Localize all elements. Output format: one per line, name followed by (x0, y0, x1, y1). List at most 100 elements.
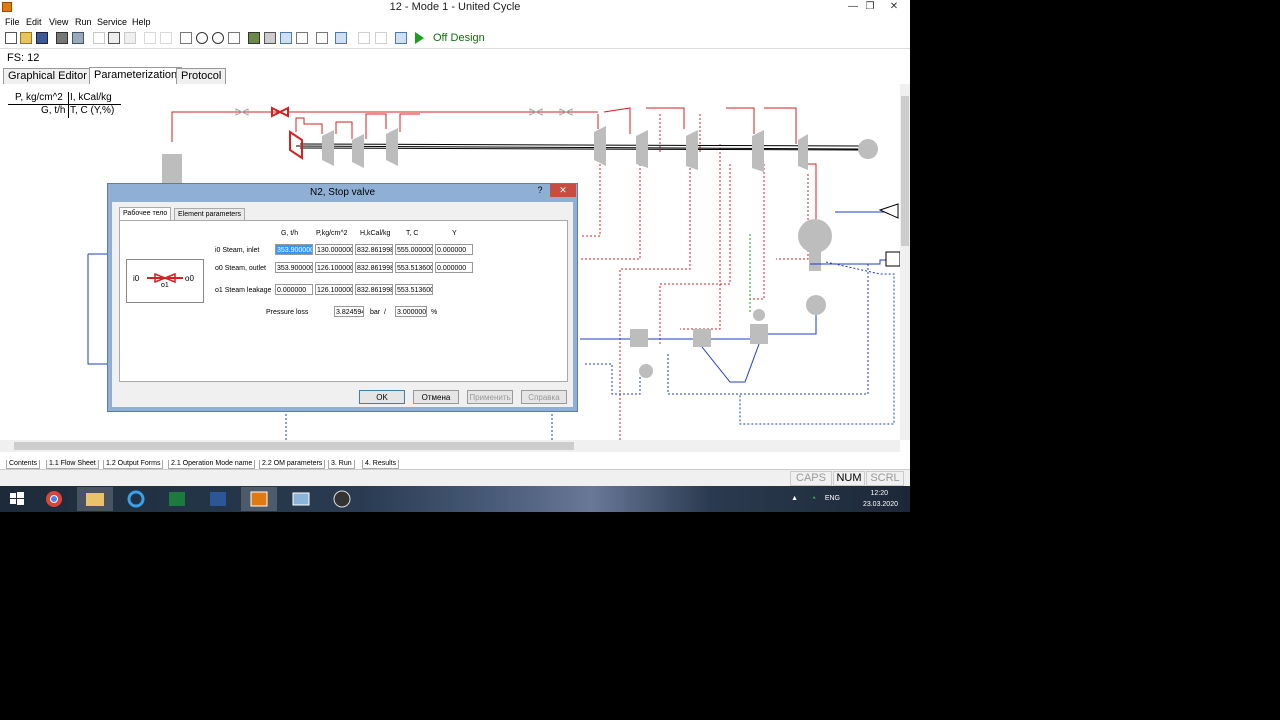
calc-gsp-icon[interactable] (264, 32, 276, 44)
tab-parameterization[interactable]: Parameterization (89, 67, 183, 84)
menu-edit[interactable]: Edit (26, 17, 42, 27)
undo-icon[interactable] (144, 32, 156, 44)
tab-graphical-editor[interactable]: Graphical Editor (3, 68, 92, 84)
tab-protocol[interactable]: Protocol (176, 68, 227, 84)
gt-icon[interactable] (395, 32, 407, 44)
outlet-y-field[interactable]: 0.000000 (435, 262, 473, 273)
fs-strip: FS: 12 (0, 48, 910, 67)
outlet-g-field[interactable]: 353.900000 (275, 262, 313, 273)
leak-port-label: o1 (161, 282, 169, 289)
tab-working-fluid[interactable]: Рабочее тело (119, 207, 172, 220)
paste-icon[interactable] (124, 32, 136, 44)
tab-element-parameters[interactable]: Element parameters (174, 208, 246, 220)
taskbar: ▲ ◔ ENG 12:20 23.03.2020 (0, 486, 910, 512)
minimize-button[interactable]: — (848, 1, 858, 12)
menu-file[interactable]: File (5, 17, 20, 27)
run-play-icon[interactable] (415, 32, 424, 44)
tab-flow-sheet[interactable]: 1.1 Flow Sheet (46, 460, 99, 469)
ok-button[interactable]: OK (359, 390, 405, 404)
tray-overflow-icon[interactable]: ▲ (791, 495, 798, 502)
mx-icon[interactable] (296, 32, 308, 44)
open-folder-icon[interactable] (20, 32, 32, 44)
outlet-t-field[interactable]: 553.513600 (395, 262, 433, 273)
restore-button[interactable]: ❐ (865, 1, 875, 12)
word-taskbar-button[interactable] (200, 487, 236, 511)
dialog-help-text-button[interactable]: Справка (521, 390, 567, 404)
leak-p-field[interactable]: 126.100000 (315, 284, 353, 295)
outlet-h-field[interactable]: 832.861998 (355, 262, 393, 273)
obs-taskbar-button[interactable] (324, 487, 360, 511)
vertical-scrollbar[interactable] (900, 84, 910, 440)
status-bar: CAPS NUM SCRL (0, 469, 910, 486)
clock-date[interactable]: 23.03.2020 (862, 501, 898, 508)
tab-run[interactable]: 3. Run (328, 460, 355, 469)
dialog-help-button[interactable]: ? (537, 185, 543, 195)
title-bar: 12 - Mode 1 - United Cycle — ❐ ✕ (0, 0, 910, 15)
windows-logo-icon (10, 492, 24, 505)
print-preview-icon[interactable] (72, 32, 84, 44)
tab-results[interactable]: 4. Results (362, 460, 400, 469)
inlet-y-field[interactable]: 0.000000 (435, 244, 473, 255)
cut-icon[interactable] (93, 32, 105, 44)
grid-icon[interactable] (358, 32, 370, 44)
if97-active-icon[interactable] (335, 32, 347, 44)
language-indicator[interactable]: ENG (824, 495, 840, 502)
cancel-button[interactable]: Отмена (413, 390, 459, 404)
menu-help[interactable]: Help (132, 17, 151, 27)
save-icon[interactable] (36, 32, 48, 44)
tmx-icon[interactable] (280, 32, 292, 44)
tab-om-parameters[interactable]: 2.2 OM parameters (259, 460, 326, 469)
close-window-button[interactable]: ✕ (889, 1, 899, 12)
menu-run[interactable]: Run (75, 17, 92, 27)
network-icon[interactable]: ◔ (810, 493, 816, 503)
photos-taskbar-button[interactable] (283, 487, 319, 511)
bottom-tabs: Contents 1.1 Flow Sheet 1.2 Output Forms… (0, 458, 910, 469)
obs-icon (333, 490, 351, 508)
vertical-scroll-thumb[interactable] (901, 96, 909, 246)
chrome-taskbar-button[interactable] (36, 487, 72, 511)
if97-icon[interactable] (316, 32, 328, 44)
start-button[interactable] (0, 487, 34, 511)
zoom-in-icon[interactable] (196, 32, 208, 44)
copy-icon[interactable] (108, 32, 120, 44)
inlet-p-field[interactable]: 130.000000 (315, 244, 353, 255)
horizontal-scrollbar[interactable] (0, 440, 900, 452)
folder-icon (86, 493, 104, 506)
new-file-icon[interactable] (5, 32, 17, 44)
menu-service[interactable]: Service (97, 17, 128, 27)
calc-gw-icon[interactable] (248, 32, 260, 44)
tab-output-forms[interactable]: 1.2 Output Forms (103, 460, 164, 469)
back-icon[interactable] (180, 32, 192, 44)
ie-taskbar-button[interactable] (118, 487, 154, 511)
pressure-loss-pct-field[interactable]: 3.000000 (395, 306, 427, 317)
menu-view[interactable]: View (49, 17, 69, 27)
leak-g-field[interactable]: 0.000000 (275, 284, 313, 295)
zoom-out-icon[interactable] (212, 32, 224, 44)
tab-operation-mode[interactable]: 2.1 Operation Mode name (168, 460, 256, 469)
redo-icon[interactable] (160, 32, 172, 44)
apply-button[interactable]: Применить (467, 390, 513, 404)
horizontal-scroll-thumb[interactable] (14, 442, 574, 450)
inlet-g-field[interactable]: 353.900000 (275, 244, 313, 255)
print-icon[interactable] (56, 32, 68, 44)
leak-h-field[interactable]: 832.861998 (355, 284, 393, 295)
clock-time[interactable]: 12:20 (870, 490, 888, 497)
row-label-outlet: o0 Steam, outlet (215, 265, 266, 272)
legend-temperature: T, C (Y,%) (70, 105, 115, 116)
explorer-taskbar-button[interactable] (77, 487, 113, 511)
leak-t-field[interactable]: 553.513600 (395, 284, 433, 295)
tab-contents[interactable]: Contents (6, 460, 41, 469)
legend-enthalpy: I, kCal/kg (70, 92, 112, 103)
united-cycle-taskbar-button[interactable] (241, 487, 277, 511)
excel-taskbar-button[interactable] (159, 487, 195, 511)
inlet-t-field[interactable]: 555.000000 (395, 244, 433, 255)
app-icon[interactable] (2, 2, 12, 12)
toolbar: Off Design (0, 30, 910, 48)
forward-icon[interactable] (228, 32, 240, 44)
align-icon[interactable] (375, 32, 387, 44)
off-design-mode-label[interactable]: Off Design (433, 32, 485, 44)
inlet-h-field[interactable]: 832.861998 (355, 244, 393, 255)
pressure-loss-bar-field[interactable]: 3.824594 (334, 306, 364, 317)
dialog-close-button[interactable]: ✕ (550, 184, 576, 197)
outlet-p-field[interactable]: 126.100000 (315, 262, 353, 273)
